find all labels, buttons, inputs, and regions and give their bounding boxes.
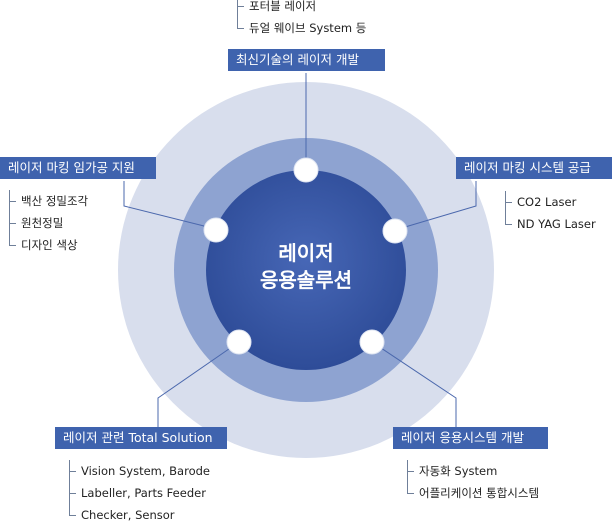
left-item: 백산 정밀조각 xyxy=(9,190,88,212)
bottom-left-item: Vision System, Barode xyxy=(69,460,210,482)
top-items: 포터블 레이저 듀얼 웨이브 System 등 xyxy=(237,0,366,39)
right-item: CO2 Laser xyxy=(505,191,596,213)
bottom-left-item: Labeller, Parts Feeder xyxy=(69,482,210,504)
node-dot-bottom-left xyxy=(226,329,252,355)
center-title-line1: 레이저 xyxy=(278,241,334,265)
node-dot-right xyxy=(382,218,408,244)
top-item: 포터블 레이저 xyxy=(237,0,366,17)
right-items: CO2 Laser ND YAG Laser xyxy=(505,191,596,235)
label-bottom-right: 레이저 응용시스템 개발 xyxy=(393,427,548,449)
node-dot-bottom-right xyxy=(359,329,385,355)
top-item: 듀얼 웨이브 System 등 xyxy=(237,17,366,39)
node-dot-left xyxy=(203,217,229,243)
core-circle xyxy=(206,170,406,370)
bottom-right-items: 자동화 System 어플리케이션 통합시스템 xyxy=(407,460,539,504)
label-bottom-left: 레이저 관련 Total Solution xyxy=(55,427,227,449)
connector-bottom-left xyxy=(157,341,240,427)
bottom-right-item: 어플리케이션 통합시스템 xyxy=(407,482,539,504)
label-top: 최신기술의 레이저 개발 xyxy=(228,49,385,71)
bottom-left-item: Checker, Sensor xyxy=(69,504,210,526)
label-left: 레이저 마킹 임가공 지원 xyxy=(0,157,156,179)
right-item: ND YAG Laser xyxy=(505,213,596,235)
label-right: 레이저 마킹 시스템 공급 xyxy=(456,157,612,179)
left-item: 디자인 색상 xyxy=(9,234,88,256)
node-dot-top xyxy=(293,157,319,183)
center-title: 레이저 응용솔루션 xyxy=(236,240,376,294)
bottom-right-item: 자동화 System xyxy=(407,460,539,482)
bottom-left-items: Vision System, Barode Labeller, Parts Fe… xyxy=(69,460,210,526)
left-items: 백산 정밀조각 원천정밀 디자인 색상 xyxy=(9,190,88,256)
connector-left xyxy=(123,181,217,230)
connector-bottom-right xyxy=(371,341,457,427)
left-item: 원천정밀 xyxy=(9,212,88,234)
center-title-line2: 응용솔루션 xyxy=(260,268,352,292)
connector-right xyxy=(394,181,477,231)
